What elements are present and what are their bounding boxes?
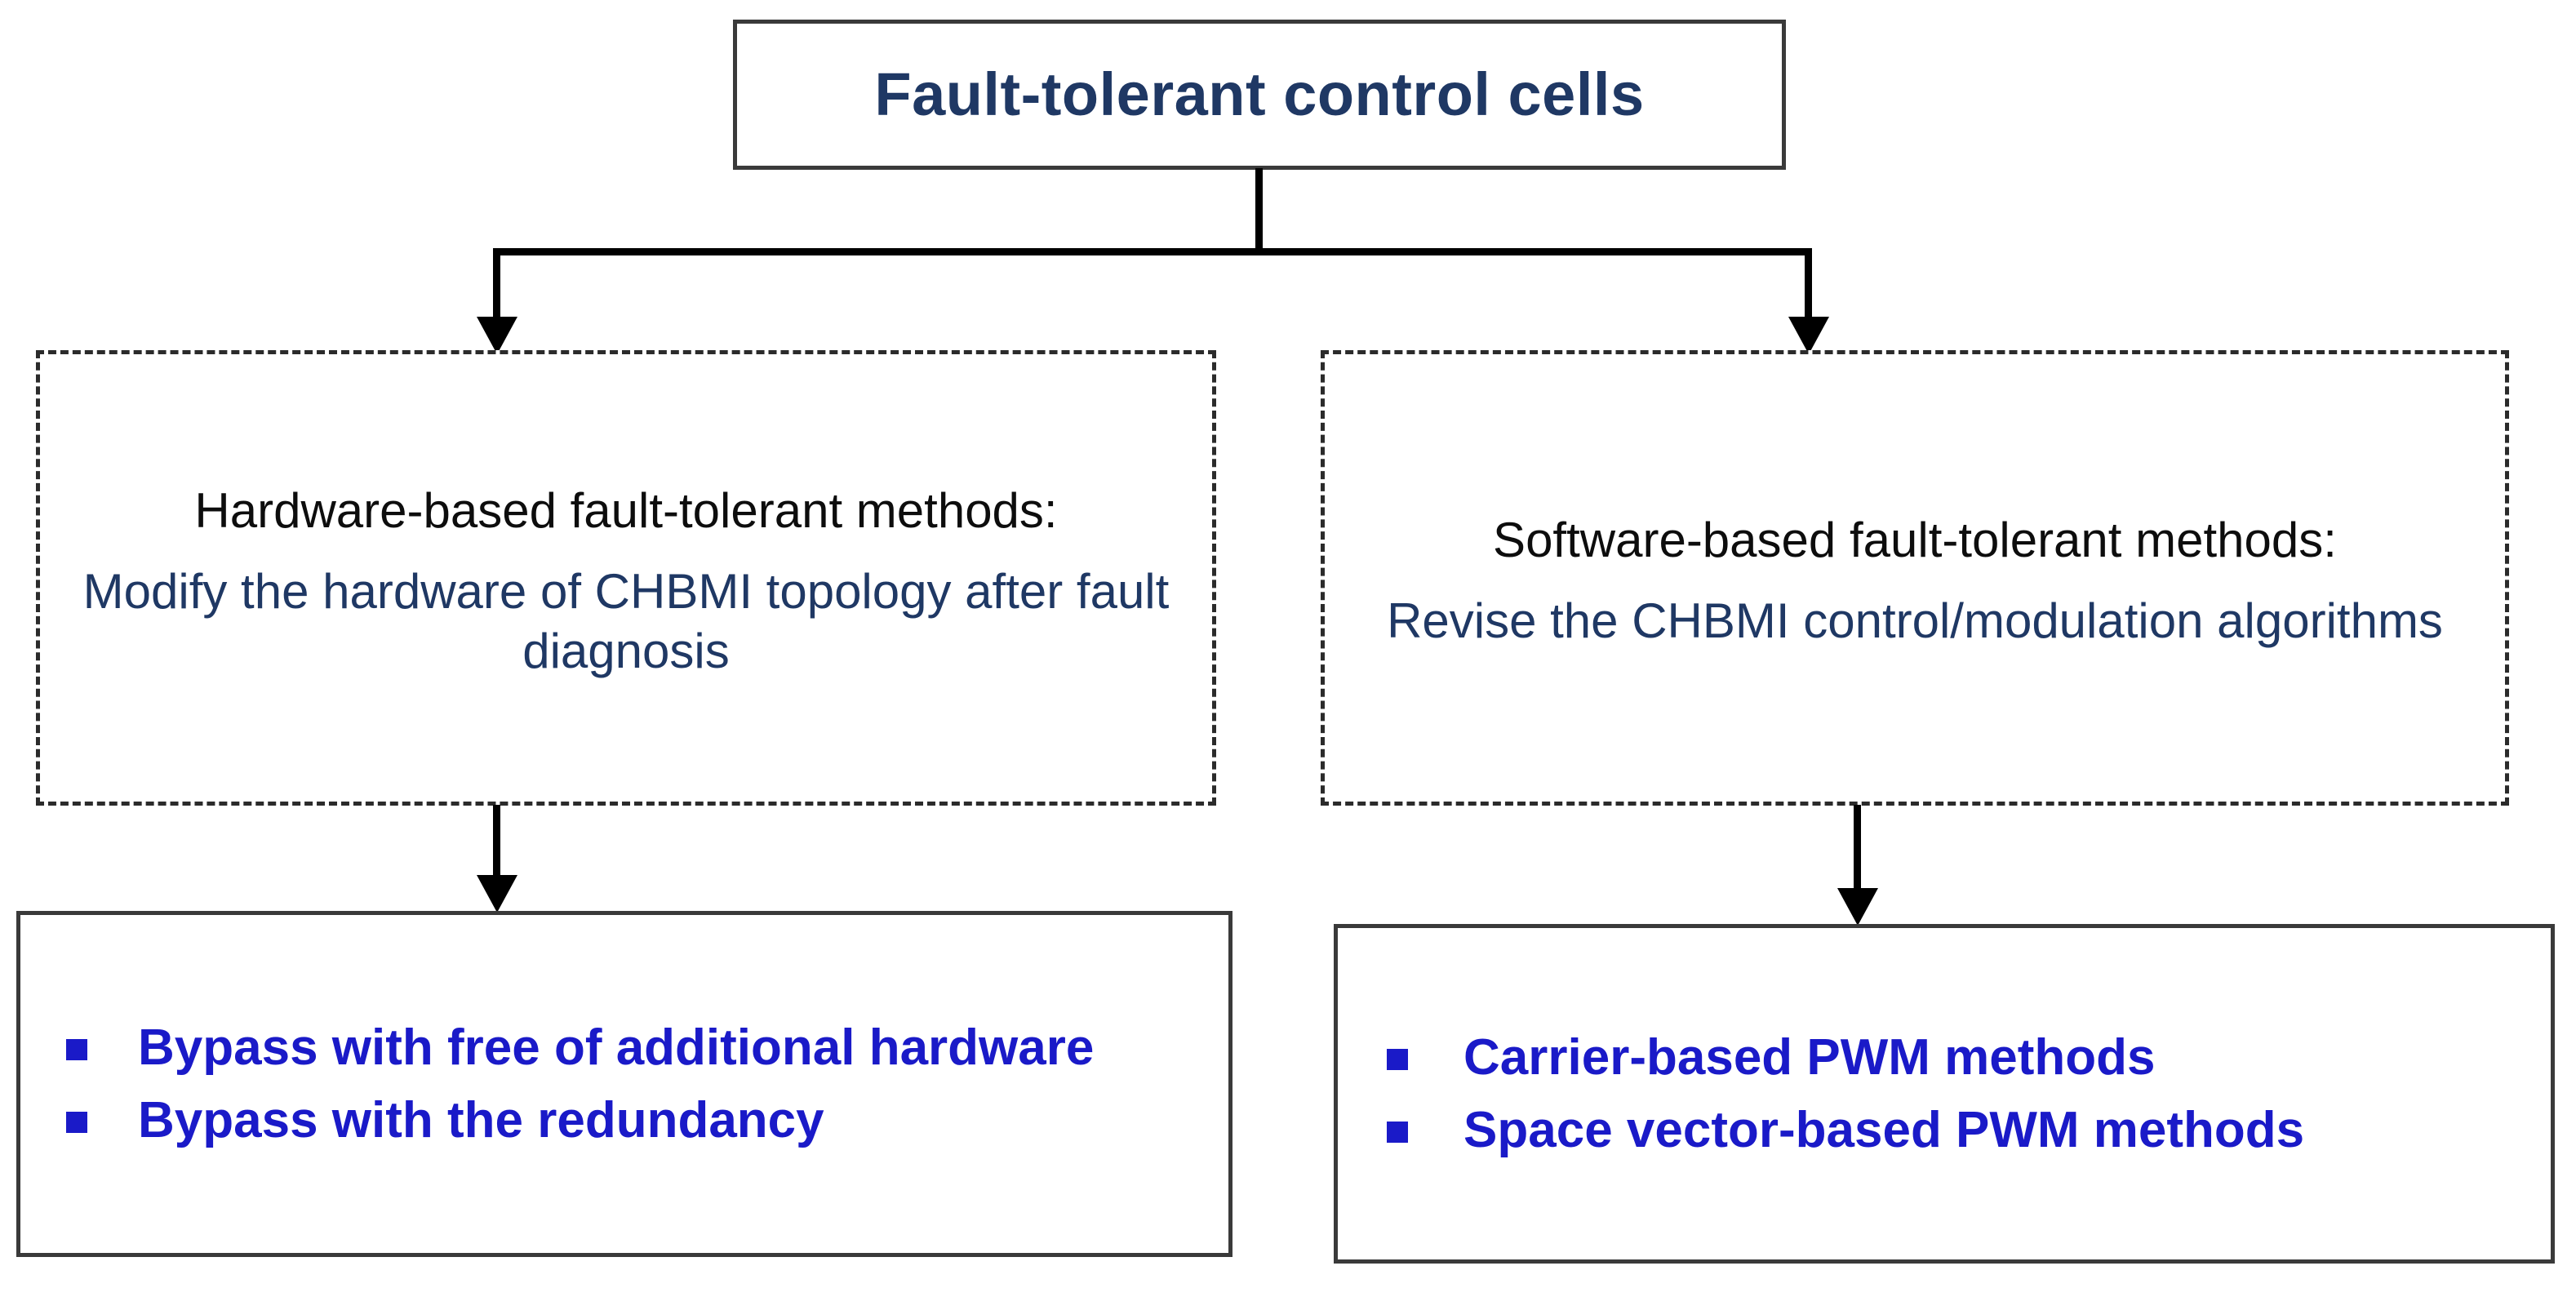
connector-branch-left-arrow-icon [477, 317, 517, 354]
category-node-software-based: Software-based fault-tolerant methods: R… [1321, 350, 2509, 806]
connector-branch-right-arrow-icon [1788, 317, 1829, 354]
square-bullet-icon [66, 1112, 87, 1133]
root-node-fault-tolerant-control-cells: Fault-tolerant control cells [733, 20, 1786, 170]
category-heading-hardware: Hardware-based fault-tolerant methods: [194, 482, 1058, 538]
connector-root-stem [1255, 168, 1263, 255]
square-bullet-icon [1387, 1048, 1408, 1070]
connector-split-bar [493, 248, 1812, 255]
square-bullet-icon [66, 1038, 87, 1060]
method-label: Bypass with the redundancy [138, 1092, 824, 1148]
methods-list-software: Carrier-based PWM methods Space vector-b… [1354, 1028, 2534, 1160]
root-node-label: Fault-tolerant control cells [874, 60, 1645, 129]
list-item: Bypass with the redundancy [37, 1090, 1212, 1150]
category-body-software: Revise the CHBMI control/modulation algo… [1387, 593, 2443, 649]
method-label: Space vector-based PWM methods [1463, 1102, 2305, 1158]
connector-branch-left-line [493, 248, 500, 318]
method-label: Bypass with free of additional hardware [138, 1019, 1095, 1076]
connector-software-to-list-line [1854, 805, 1861, 890]
category-body-hardware: Modify the hardware of CHBMI topology af… [82, 563, 1170, 678]
list-item: Carrier-based PWM methods [1354, 1028, 2534, 1087]
category-heading-software: Software-based fault-tolerant methods: [1493, 513, 2337, 568]
list-item: Space vector-based PWM methods [1354, 1100, 2534, 1160]
method-label: Carrier-based PWM methods [1463, 1028, 2156, 1086]
methods-node-software: Carrier-based PWM methods Space vector-b… [1334, 924, 2555, 1264]
list-item: Bypass with free of additional hardware [37, 1018, 1212, 1077]
connector-hardware-to-list-arrow-icon [477, 875, 517, 913]
connector-hardware-to-list-line [493, 805, 500, 877]
connector-software-to-list-arrow-icon [1837, 888, 1878, 926]
methods-node-hardware: Bypass with free of additional hardware … [16, 911, 1232, 1257]
methods-list-hardware: Bypass with free of additional hardware … [37, 1018, 1212, 1150]
category-node-hardware-based: Hardware-based fault-tolerant methods: M… [36, 350, 1216, 806]
connector-branch-right-line [1805, 248, 1812, 318]
square-bullet-icon [1387, 1122, 1408, 1143]
